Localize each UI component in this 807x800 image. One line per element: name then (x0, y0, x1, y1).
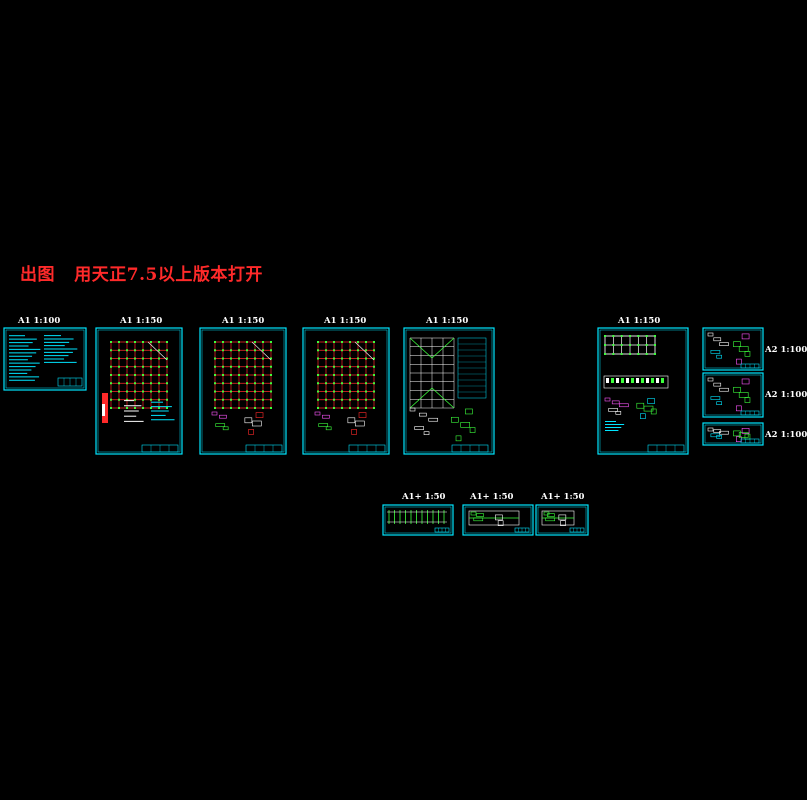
scale-label-sheet-4: A1 1:150 (324, 316, 367, 326)
sheet-5-framing (403, 327, 495, 455)
scale-label-sheet-10: A1+ 1:50 (402, 492, 446, 502)
scale-label-sheet-2: A1 1:150 (120, 316, 163, 326)
scale-label-sheet-1: A1 1:100 (18, 316, 61, 326)
sheet-8-details (702, 372, 764, 418)
sheet-2-plan (95, 327, 183, 455)
sheet-1-notes (3, 327, 87, 391)
sheet-7-details (702, 327, 764, 371)
scale-label-sheet-11: A1+ 1:50 (470, 492, 514, 502)
sheet-6-elevations (597, 327, 689, 455)
scale-label-sheet-6: A1 1:150 (618, 316, 661, 326)
header-note: 出图 用天正7.5以上版本打开 (20, 265, 263, 285)
scale-label-sheet-3: A1 1:150 (222, 316, 265, 326)
sheet-4-plan (302, 327, 390, 455)
sheet-10-wide (382, 504, 454, 536)
sheet-3-plan (199, 327, 287, 455)
sheet-9-details (702, 422, 764, 446)
sheet-12-wide (535, 504, 589, 536)
scale-label-sheet-9: A2 1:100 (765, 430, 807, 440)
sheet-11-wide (462, 504, 534, 536)
scale-label-sheet-12: A1+ 1:50 (541, 492, 585, 502)
scale-label-sheet-7: A2 1:100 (765, 345, 807, 355)
scale-label-sheet-8: A2 1:100 (765, 390, 807, 400)
scale-label-sheet-5: A1 1:150 (426, 316, 469, 326)
